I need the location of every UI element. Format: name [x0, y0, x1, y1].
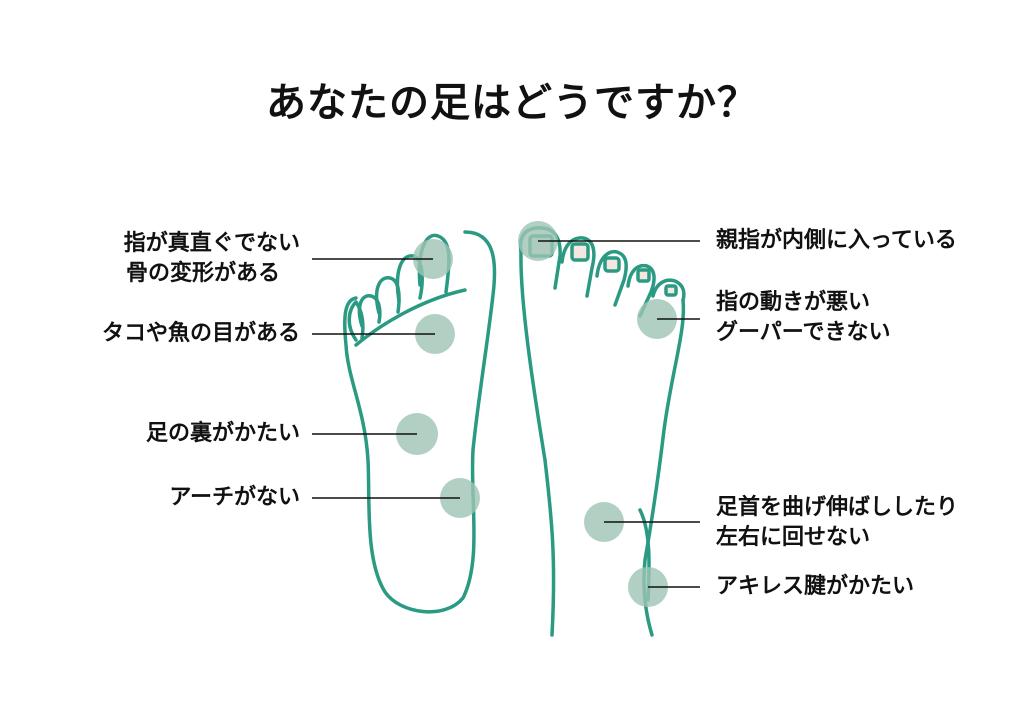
left-little-toe [347, 300, 365, 342]
label-toes-not-straight: 指が真直ぐでない 骨の変形がある [123, 231, 300, 286]
right-second-toe [560, 236, 596, 298]
left-second-toe [395, 254, 424, 303]
left-third-toe [374, 276, 401, 315]
label-sole-hard: 足の裏がかたい [145, 421, 300, 446]
right-third-toe [595, 249, 628, 307]
label-achilles-stiff: アキレス腱がかたい [716, 574, 915, 599]
page-title: あなたの足はどうですか？ [266, 80, 758, 126]
label-no-arch: アーチがない [169, 485, 300, 510]
left-foot-outline [343, 230, 497, 614]
right-fourth-toe-nail [636, 268, 651, 283]
right-little-toe-nail [664, 284, 678, 297]
right-fourth-toe [626, 263, 656, 318]
right-third-toe-nail [603, 256, 621, 273]
label-ankle-cannot-bend: 足首を曲げ伸ばししたり 左右に回せない [716, 495, 959, 550]
right-foot-inner-edge [519, 250, 556, 637]
right-little-toe [651, 278, 686, 302]
leader-lines [312, 240, 700, 588]
right-second-toe-nail [570, 242, 590, 262]
label-toes-poor-movement: 指の動きが悪い グーパーできない [716, 290, 891, 345]
left-toe-crease [354, 288, 467, 347]
label-corns-calluses: タコや魚の目がある [101, 321, 300, 346]
label-big-toe-inward: 親指が内側に入っている [716, 228, 957, 253]
